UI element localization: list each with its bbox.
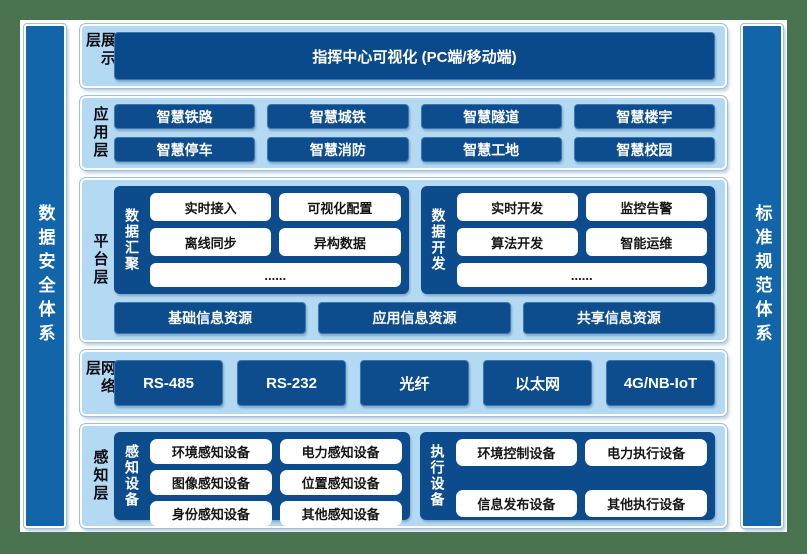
- layer-network-label-wrap: 网络层: [84, 360, 116, 406]
- network-block: 以太网: [483, 360, 592, 406]
- sense-device: 身份感知设备: [150, 501, 272, 526]
- exec-device: 信息发布设备: [455, 490, 578, 517]
- network-block: RS-232: [237, 360, 346, 406]
- group-sense-devices-label-wrap: 感知设备: [122, 439, 142, 513]
- layer-platform-body: 数据汇聚 实时接入 可视化配置 离线同步 异构数据 ......: [114, 186, 715, 334]
- group-sense-devices-grid: 环境感知设备 电力感知设备 图像感知设备 位置感知设备 身份感知设备 其他感知设…: [150, 439, 402, 526]
- layer-application-label-wrap: 应用层: [86, 104, 114, 162]
- collect-item: 异构数据: [279, 228, 401, 256]
- exec-device: 其他执行设备: [585, 490, 707, 517]
- layer-stack: 展示层 指挥中心可视化 (PC端/移动端) 应用层 智慧铁路 智慧城铁 智慧隧道…: [80, 24, 727, 528]
- right-pillar-standards: 标准规范体系: [741, 24, 783, 528]
- resource-block: 基础信息资源: [114, 302, 307, 334]
- group-data-develop: 数据开发 实时开发 监控告警 算法开发 智能运维 ......: [420, 186, 715, 294]
- app-block: 智慧工地: [420, 137, 562, 162]
- layer-perception-body: 感知设备 环境感知设备 电力感知设备 图像感知设备 位置感知设备 身份感知设备 …: [114, 432, 715, 526]
- collect-item: 离线同步: [150, 228, 272, 256]
- network-block: RS-485: [114, 360, 223, 406]
- layer-platform: 平台层 数据汇聚 实时接入 可视化配置 离线同步 异构数据: [80, 178, 727, 342]
- app-block: 智慧楼宇: [573, 104, 715, 129]
- resource-block: 应用信息资源: [318, 302, 511, 334]
- layer-display-body: 指挥中心可视化 (PC端/移动端): [114, 32, 715, 80]
- develop-item: 实时开发: [456, 193, 578, 221]
- app-block: 智慧城铁: [267, 104, 409, 129]
- sense-device: 其他感知设备: [279, 501, 402, 526]
- right-pillar-label: 标准规范体系: [752, 204, 772, 348]
- resource-block: 共享信息资源: [522, 302, 715, 334]
- diagram-content: 数据安全体系 展示层 指挥中心可视化 (PC端/移动端) 应用层 智慧铁路 智: [20, 20, 787, 532]
- develop-item: 监控告警: [585, 193, 707, 221]
- command-center-block: 指挥中心可视化 (PC端/移动端): [114, 32, 715, 80]
- layer-network: 网络层 RS-485 RS-232 光纤 以太网 4G/NB-IoT: [80, 350, 727, 416]
- collect-item: 实时接入: [150, 193, 272, 221]
- group-exec-devices-grid: 环境控制设备 电力执行设备 信息发布设备 其他执行设备: [455, 439, 707, 517]
- app-block: 智慧隧道: [420, 104, 562, 129]
- group-data-develop-label-wrap: 数据开发: [429, 193, 449, 287]
- develop-item: 算法开发: [456, 228, 578, 256]
- left-pillar-data-security: 数据安全体系: [24, 24, 66, 528]
- group-data-collect-label: 数据汇聚: [124, 208, 140, 272]
- sense-device: 图像感知设备: [150, 470, 272, 495]
- exec-device: 环境控制设备: [455, 439, 578, 466]
- app-block: 智慧校园: [573, 137, 715, 162]
- layer-perception-label-wrap: 感知层: [86, 432, 114, 520]
- group-exec-devices-label: 执行设备: [429, 444, 446, 508]
- group-data-collect-grid: 实时接入 可视化配置 离线同步 异构数据 ......: [150, 193, 401, 287]
- platform-groups: 数据汇聚 实时接入 可视化配置 离线同步 异构数据 ......: [114, 186, 715, 294]
- app-block: 智慧停车: [114, 137, 256, 162]
- group-data-collect: 数据汇聚 实时接入 可视化配置 离线同步 异构数据 ......: [114, 186, 409, 294]
- develop-item-ellipsis: ......: [456, 263, 707, 287]
- layer-application-body: 智慧铁路 智慧城铁 智慧隧道 智慧楼宇 智慧停车 智慧消防 智慧工地 智慧校园: [114, 104, 715, 162]
- sense-device: 电力感知设备: [279, 439, 402, 464]
- develop-item: 智能运维: [585, 228, 707, 256]
- platform-resources: 基础信息资源 应用信息资源 共享信息资源: [114, 302, 715, 334]
- layer-platform-label: 平台层: [91, 233, 109, 287]
- network-block: 4G/NB-IoT: [606, 360, 715, 406]
- network-block: 光纤: [360, 360, 469, 406]
- left-pillar-label: 数据安全体系: [35, 204, 55, 348]
- layer-display: 展示层 指挥中心可视化 (PC端/移动端): [80, 24, 727, 88]
- layer-perception: 感知层 感知设备 环境感知设备 电力感知设备 图像感知设备 位置: [80, 424, 727, 528]
- app-block: 智慧消防: [267, 137, 409, 162]
- group-exec-devices-label-wrap: 执行设备: [428, 439, 448, 513]
- collect-item: 可视化配置: [279, 193, 401, 221]
- layer-application-label: 应用层: [91, 106, 109, 160]
- sense-device: 环境感知设备: [150, 439, 272, 464]
- exec-device: 电力执行设备: [585, 439, 707, 466]
- group-data-collect-label-wrap: 数据汇聚: [122, 193, 142, 287]
- group-sense-devices: 感知设备 环境感知设备 电力感知设备 图像感知设备 位置感知设备 身份感知设备 …: [114, 432, 410, 526]
- collect-item-ellipsis: ......: [150, 263, 401, 287]
- app-block: 智慧铁路: [114, 104, 256, 129]
- layer-network-label: 网络层: [84, 360, 116, 396]
- layer-display-label: 展示层: [84, 32, 116, 68]
- sense-device: 位置感知设备: [279, 470, 402, 495]
- layer-application: 应用层 智慧铁路 智慧城铁 智慧隧道 智慧楼宇 智慧停车 智慧消防 智慧工地 智…: [80, 96, 727, 170]
- layer-network-body: RS-485 RS-232 光纤 以太网 4G/NB-IoT: [114, 360, 715, 406]
- perception-groups: 感知设备 环境感知设备 电力感知设备 图像感知设备 位置感知设备 身份感知设备 …: [114, 432, 715, 526]
- group-data-develop-label: 数据开发: [430, 208, 447, 272]
- group-exec-devices: 执行设备 环境控制设备 电力执行设备 信息发布设备 其他执行设备: [419, 432, 715, 520]
- layer-display-label-wrap: 展示层: [84, 32, 116, 80]
- group-data-develop-grid: 实时开发 监控告警 算法开发 智能运维 ......: [456, 193, 707, 287]
- group-sense-devices-label: 感知设备: [124, 444, 140, 508]
- layer-perception-label: 感知层: [91, 449, 109, 503]
- layer-platform-label-wrap: 平台层: [86, 186, 114, 334]
